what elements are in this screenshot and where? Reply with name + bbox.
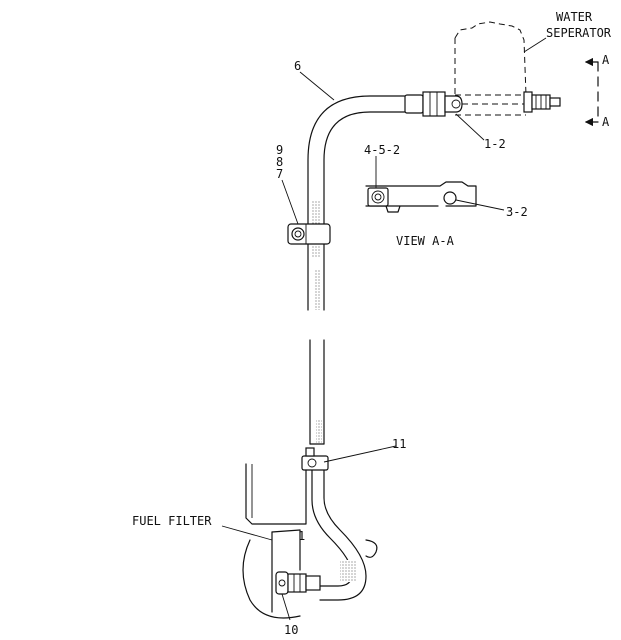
part-10-leader bbox=[281, 593, 291, 621]
part-11-label: 11 bbox=[392, 437, 406, 451]
part-10-label: 10 bbox=[284, 623, 298, 637]
view-a-a-label: VIEW A-A bbox=[396, 234, 455, 248]
view-a-a-detail bbox=[365, 181, 477, 213]
fuel-filter-label: FUEL FILTER bbox=[132, 514, 212, 528]
water-separator bbox=[454, 21, 561, 116]
part-9-label: 9 bbox=[276, 143, 283, 157]
clamp-lower bbox=[301, 447, 329, 471]
part-1-2-label: 1-2 bbox=[484, 137, 506, 151]
part-1-label: 1 bbox=[298, 529, 305, 543]
part-4-5-2-label: 4-5-2 bbox=[364, 143, 400, 157]
part-3-2-label: 3-2 bbox=[506, 205, 528, 219]
part-1-2-leader bbox=[455, 113, 485, 141]
fuel-line-upper bbox=[307, 91, 524, 311]
section-a-bottom-label: A bbox=[602, 115, 610, 129]
part-6-label: 6 bbox=[294, 59, 301, 73]
clamp-upper bbox=[287, 223, 331, 245]
part-11-leader bbox=[323, 445, 397, 463]
part-3-2-leader bbox=[455, 199, 505, 211]
part-7-label: 7 bbox=[276, 167, 283, 181]
part-6-leader bbox=[299, 71, 335, 101]
fuel-filter bbox=[242, 463, 378, 619]
water-separator-label-line2: SEPERATOR bbox=[546, 26, 612, 40]
water-separator-leader bbox=[523, 37, 547, 53]
section-a-a-marker bbox=[584, 57, 599, 127]
water-separator-label-line1: WATER bbox=[556, 10, 593, 24]
fuel-line-lower bbox=[309, 339, 367, 601]
part-8-label: 8 bbox=[276, 155, 283, 169]
fuel-filter-leader bbox=[221, 525, 273, 541]
part-9-8-7-leader bbox=[281, 179, 299, 225]
section-a-top-label: A bbox=[602, 53, 610, 67]
